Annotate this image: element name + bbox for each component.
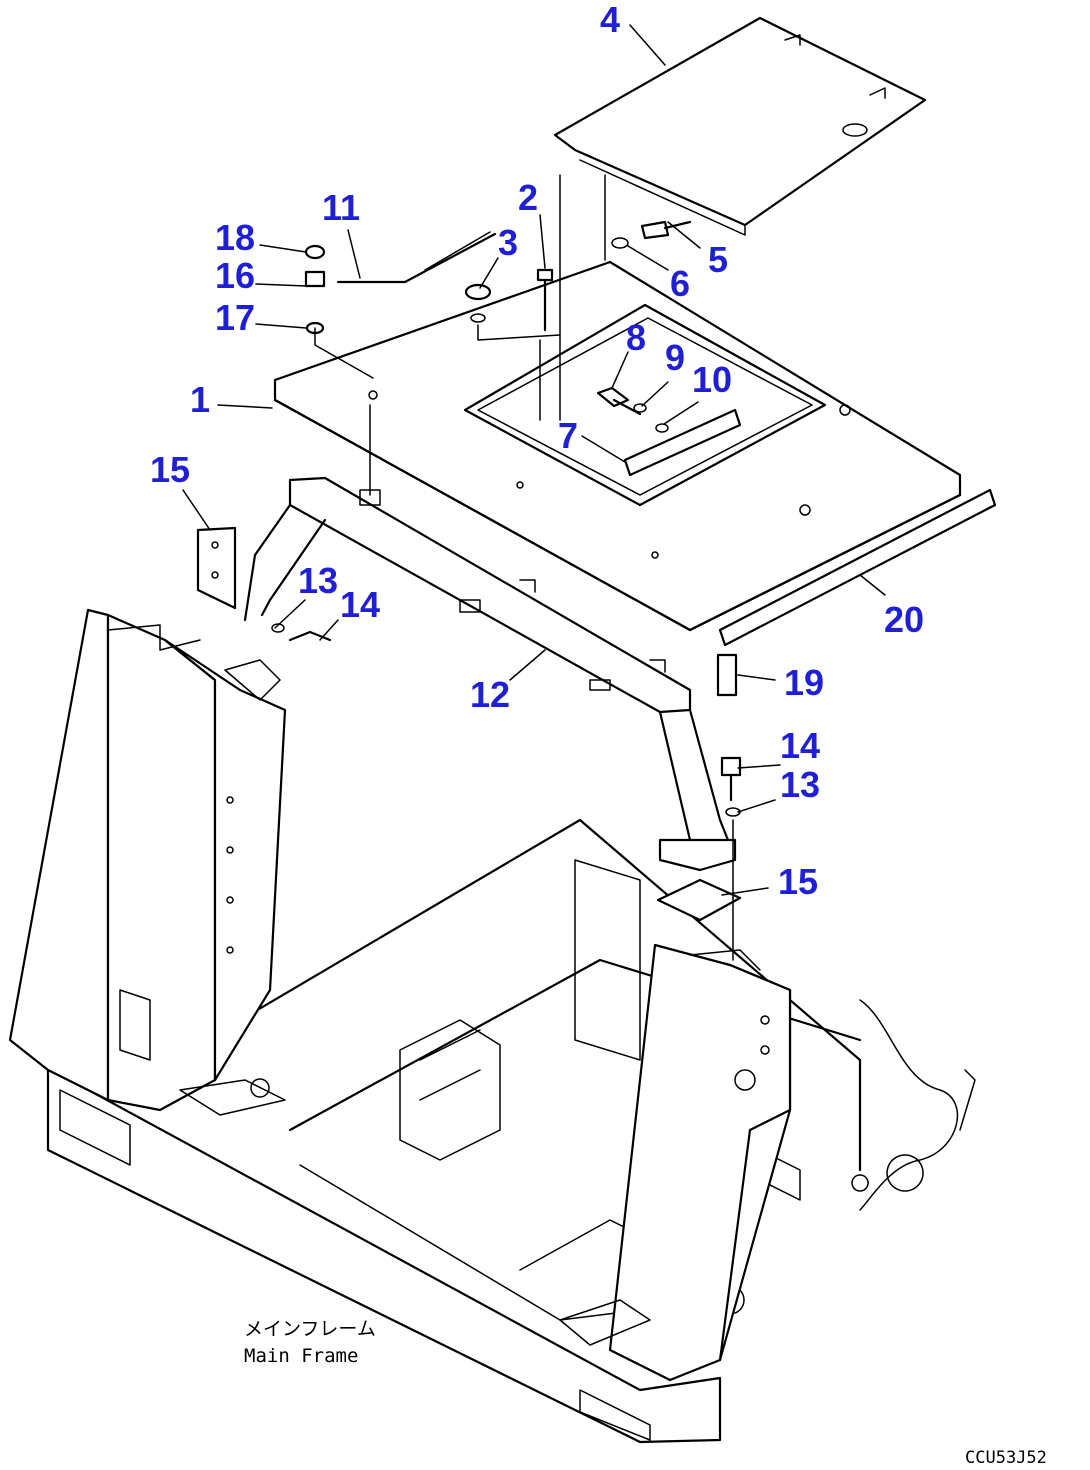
callout-7: 7 <box>558 415 578 456</box>
callout-20: 20 <box>884 599 924 640</box>
callout-13-right: 13 <box>780 764 820 805</box>
callout-12: 12 <box>470 674 510 715</box>
callout-3: 3 <box>498 222 518 263</box>
callout-5: 5 <box>708 239 728 280</box>
callout-8: 8 <box>626 317 646 358</box>
callout-19: 19 <box>784 662 824 703</box>
hinge-bracket <box>596 386 742 477</box>
frame-label-en: Main Frame <box>244 1345 358 1367</box>
canopy-frame <box>243 476 737 872</box>
latch-rod <box>336 231 497 284</box>
cushion-plate-right <box>656 878 742 922</box>
callout-4: 4 <box>600 0 620 40</box>
right-pillar <box>559 943 792 1382</box>
cover <box>553 16 927 236</box>
callout-10: 10 <box>692 359 732 400</box>
callout-18: 18 <box>215 217 255 258</box>
main-frame <box>46 818 976 1444</box>
callout-17: 17 <box>215 297 255 338</box>
left-pillar <box>8 608 287 1116</box>
callout-1: 1 <box>190 379 210 420</box>
bolt-right <box>720 756 742 817</box>
callout-16: 16 <box>215 255 255 296</box>
rubber-strip <box>716 653 738 697</box>
callout-14-right: 14 <box>780 725 820 766</box>
callout-9: 9 <box>665 337 685 378</box>
frame-label-jp: メインフレーム <box>244 1318 376 1340</box>
callout-13-left: 13 <box>298 560 338 601</box>
callout-14-left: 14 <box>340 584 380 625</box>
side-rail <box>718 488 997 647</box>
bolt-and-washer <box>611 220 692 249</box>
cushion-plate-left <box>196 526 237 610</box>
callout-2: 2 <box>518 177 538 218</box>
knob-stack <box>304 244 326 335</box>
callout-15-left: 15 <box>150 449 190 490</box>
bushing-and-pin <box>464 268 554 332</box>
leader-lines <box>182 24 886 961</box>
callout-15-right: 15 <box>778 861 818 902</box>
callout-6: 6 <box>670 263 690 304</box>
callout-11: 11 <box>322 187 360 228</box>
drawing-code: CCU53J52 <box>965 1448 1047 1468</box>
